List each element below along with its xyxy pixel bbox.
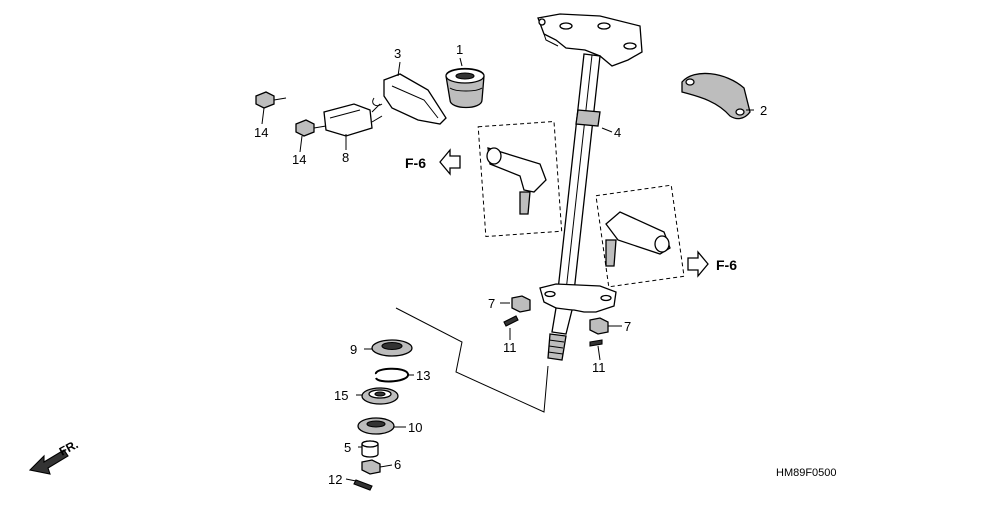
callout-3: 3 (394, 46, 401, 61)
callout-7a: 7 (488, 296, 495, 311)
callout-2: 2 (760, 103, 767, 118)
callout-14b: 14 (292, 152, 306, 167)
part-13-circlip (374, 367, 409, 383)
left-tie-rod-box (477, 120, 563, 238)
part-10-seal (357, 417, 395, 435)
diagram-code: HM89F0500 (776, 467, 837, 479)
right-ref-arrow (687, 250, 709, 278)
part-1-bushing (445, 67, 485, 109)
part-11-cotter-pin-b (589, 339, 603, 347)
callout-9: 9 (350, 342, 357, 357)
callout-7b: 7 (624, 319, 631, 334)
callout-1: 1 (456, 42, 463, 57)
callout-14a: 14 (254, 125, 268, 140)
steering-shaft (537, 13, 643, 361)
callout-5: 5 (344, 440, 351, 455)
right-tie-rod-end (605, 211, 671, 267)
callout-10: 10 (408, 420, 422, 435)
callout-15: 15 (334, 388, 348, 403)
callout-8: 8 (342, 150, 349, 165)
part-2-plate (681, 72, 751, 120)
part-9-seal (371, 339, 413, 357)
part-14-bolt-a (255, 91, 287, 109)
ref-label-left: F-6 (405, 155, 426, 171)
part-6-nut (361, 459, 381, 475)
callout-6: 6 (394, 457, 401, 472)
part-7-nut-a (511, 295, 531, 313)
callout-12: 12 (328, 472, 342, 487)
part-15-bearing (361, 387, 399, 405)
left-tie-rod-end (486, 147, 547, 215)
part-11-cotter-pin-a (503, 315, 519, 327)
part-8-clamp (323, 103, 383, 137)
callout-4: 4 (614, 125, 621, 140)
callout-11b: 11 (592, 360, 606, 375)
part-7-nut-b (589, 317, 609, 335)
leader-lines (261, 57, 754, 482)
right-tie-rod-box (595, 184, 685, 288)
part-3-bracket (372, 73, 447, 125)
ref-label-right: F-6 (716, 257, 737, 273)
part-5-collar (361, 440, 379, 458)
part-12-cotter-pin (353, 479, 373, 491)
callout-13: 13 (416, 368, 430, 383)
callout-11a: 11 (503, 340, 517, 355)
left-ref-arrow (439, 148, 461, 176)
front-arrow (28, 449, 69, 475)
bearing-group-outline (395, 307, 549, 413)
part-14-bolt-b (295, 119, 327, 137)
